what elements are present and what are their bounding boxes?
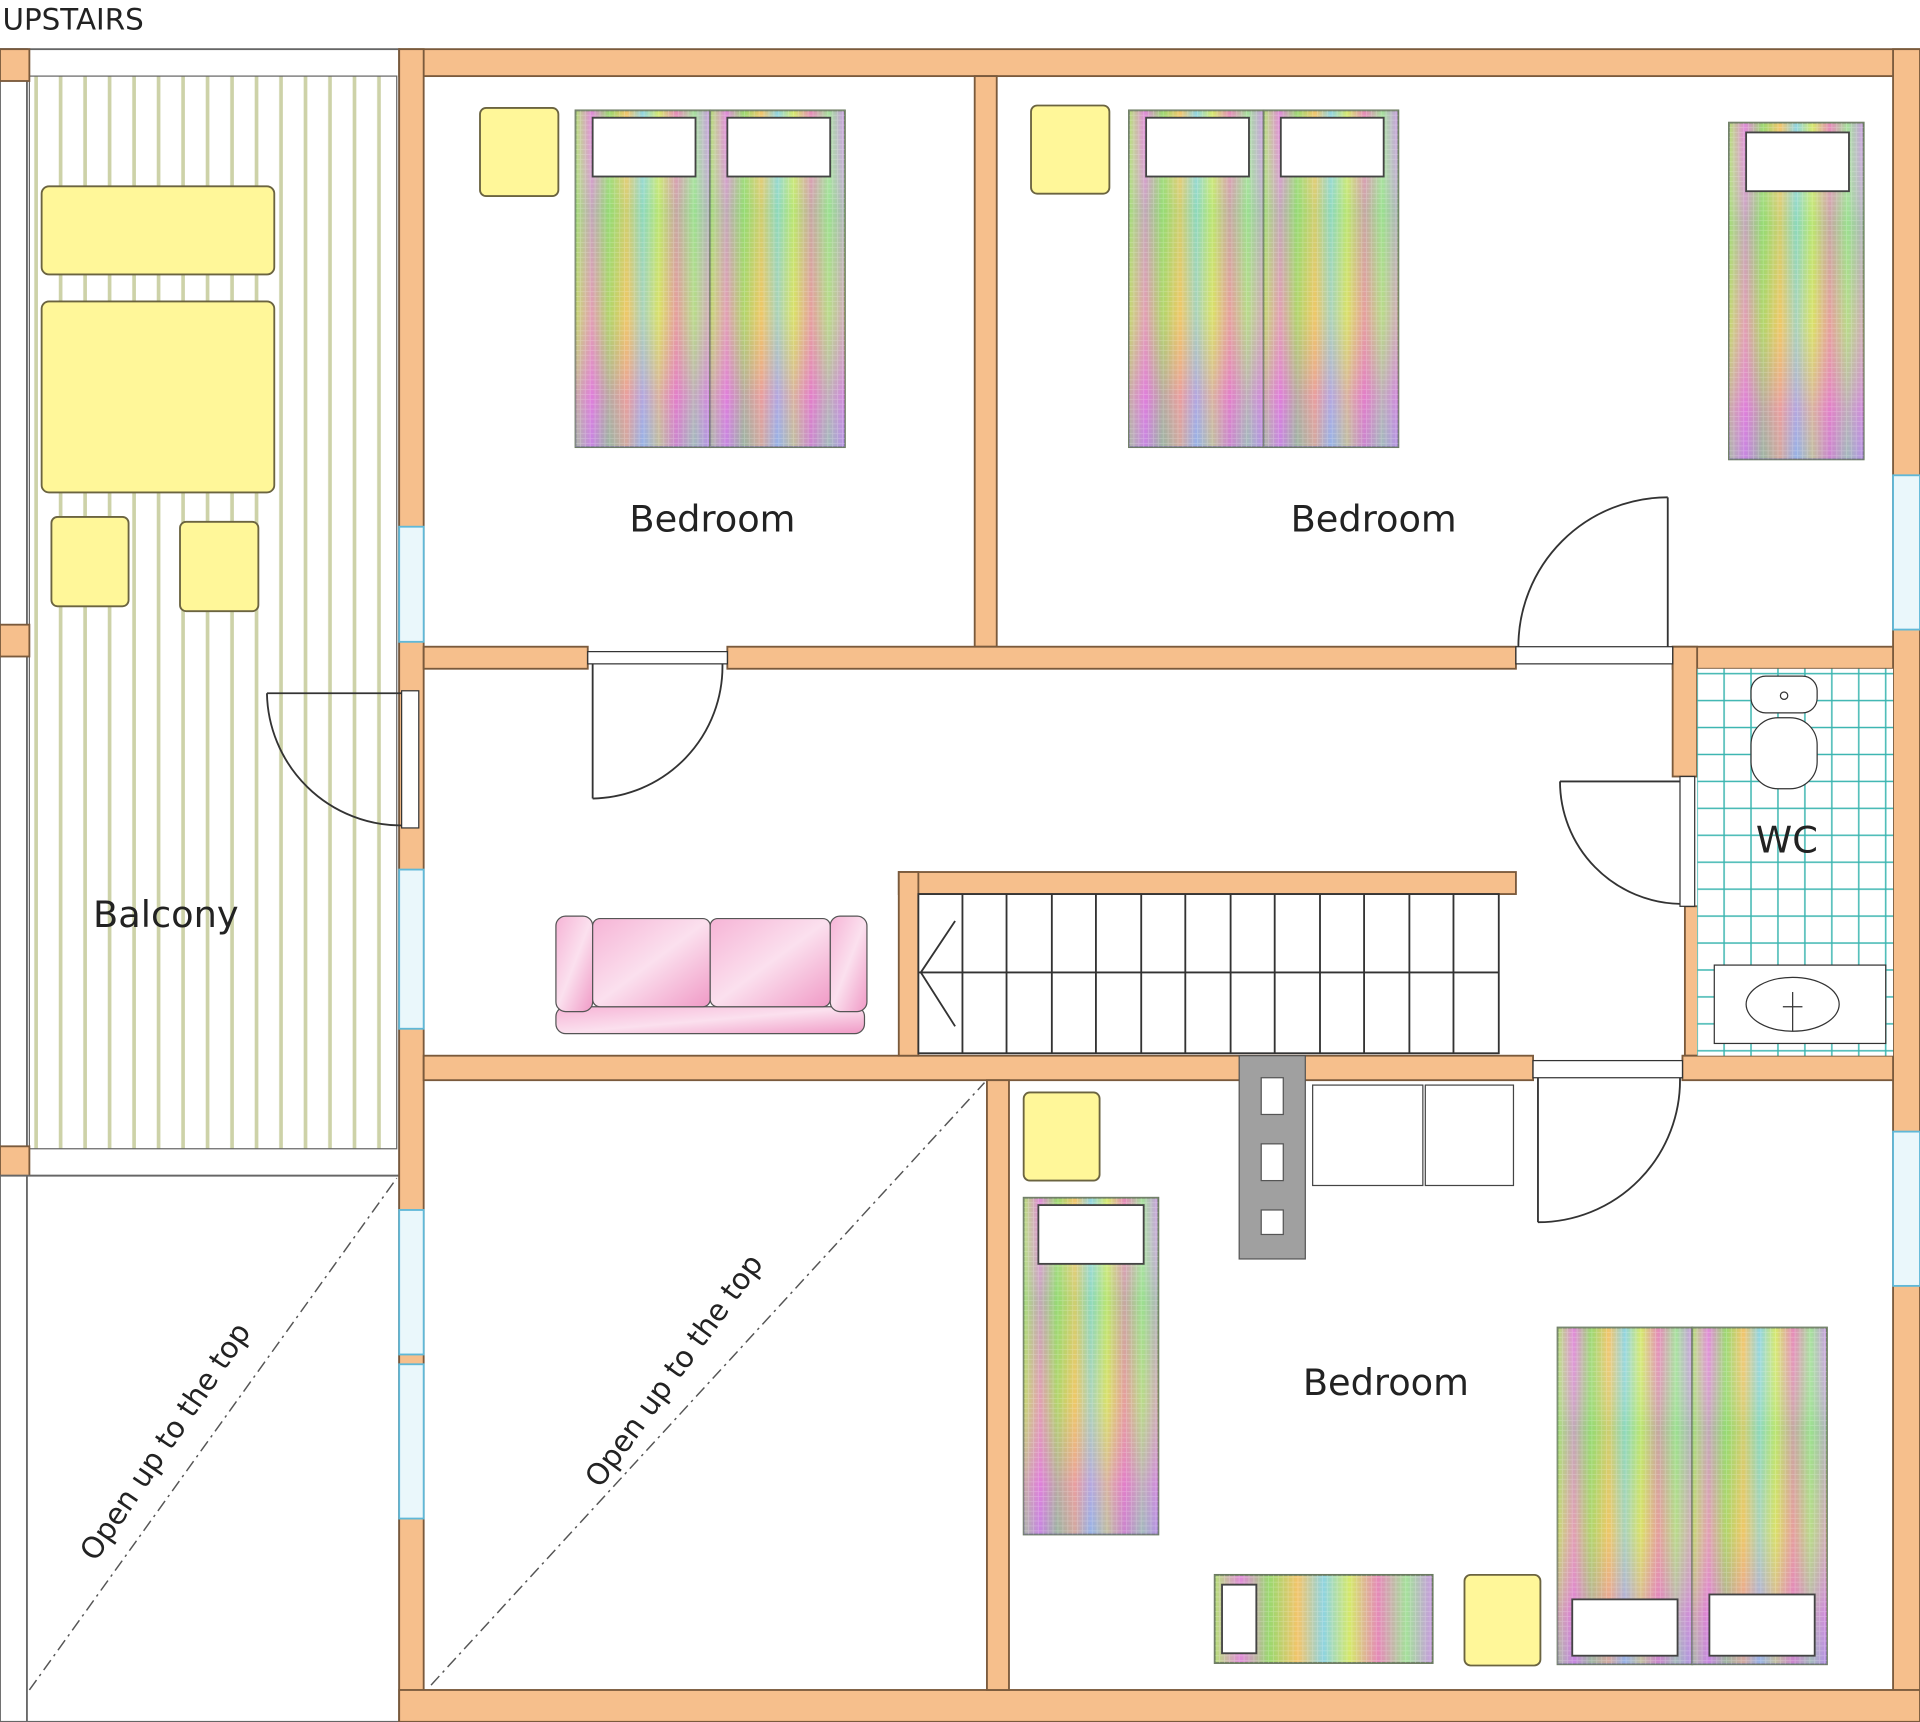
balcony-label: Balcony — [93, 893, 239, 936]
wc-label: WC — [1756, 818, 1818, 861]
bedroom-3-label: Bedroom — [1303, 1361, 1469, 1404]
bedroom-1-label: Bedroom — [629, 498, 795, 541]
wardrobe — [1312, 1084, 1424, 1187]
door[interactable] — [1515, 496, 1674, 665]
toilet-tank — [1750, 675, 1818, 714]
balcony-chair — [50, 516, 130, 608]
open-label-center: Open up to the top — [578, 1248, 769, 1494]
balcony-bench — [40, 185, 276, 276]
wc-door[interactable] — [1559, 775, 1696, 907]
window — [398, 868, 425, 1030]
wardrobe — [1424, 1084, 1515, 1187]
staircase — [917, 893, 1500, 1055]
balcony: Balcony — [0, 48, 401, 1180]
door[interactable] — [587, 651, 728, 800]
bed — [1213, 1573, 1434, 1664]
bedroom-2-label: Bedroom — [1291, 498, 1457, 541]
wc: WC — [1697, 668, 1894, 1056]
sofa — [555, 915, 868, 1035]
toilet-icon — [1750, 717, 1818, 790]
nightstand — [1022, 1091, 1101, 1182]
nightstand — [1463, 1573, 1542, 1667]
balcony-door[interactable] — [266, 690, 420, 829]
window — [1892, 1130, 1920, 1287]
window — [398, 525, 425, 643]
nightstand — [1030, 104, 1111, 195]
window — [398, 1363, 425, 1520]
balcony-table — [40, 300, 276, 494]
door[interactable] — [1532, 1059, 1684, 1224]
stair-arrow-icon — [919, 920, 956, 1027]
balcony-chair — [179, 520, 260, 613]
window — [1892, 474, 1920, 631]
window — [398, 1209, 425, 1356]
nightstand — [479, 107, 560, 198]
open-area-center: Open up to the top — [430, 1082, 986, 1686]
floor-title: UPSTAIRS — [2, 3, 143, 37]
open-area-left: Open up to the top — [0, 1174, 401, 1722]
